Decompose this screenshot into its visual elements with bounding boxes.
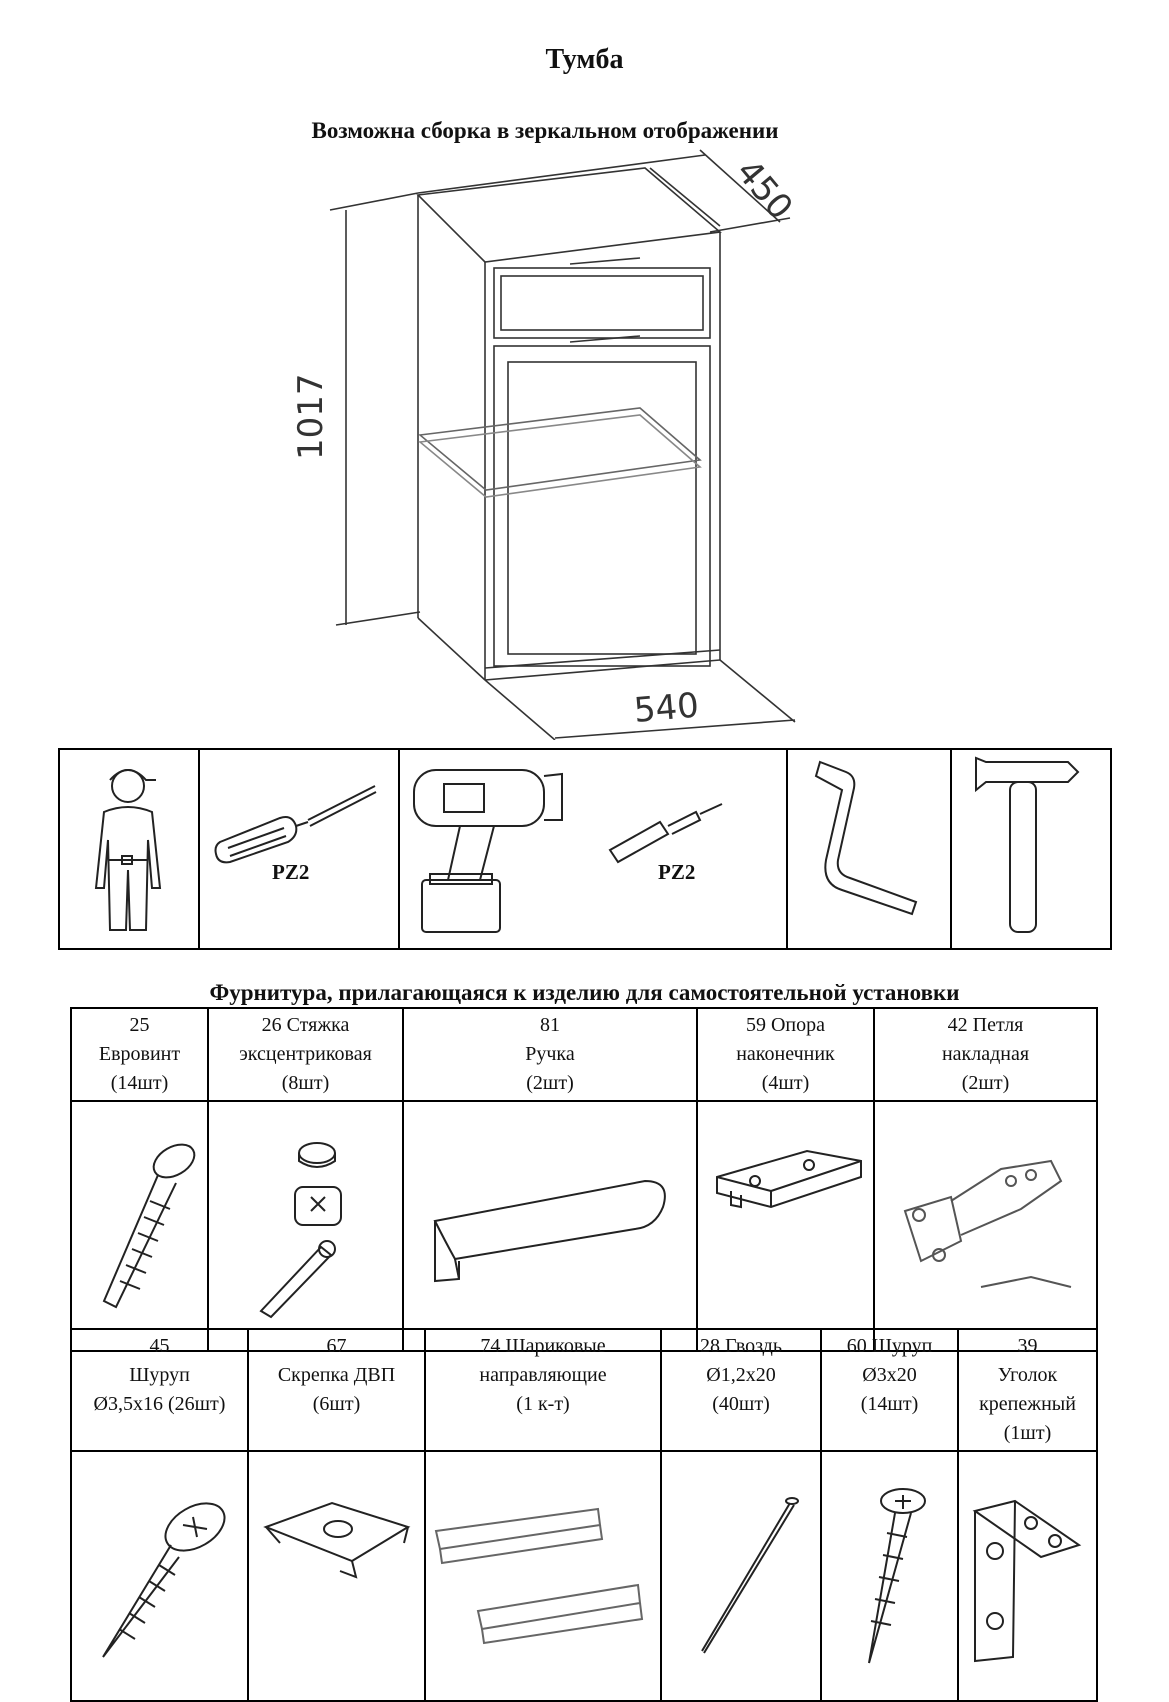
nail-icon	[701, 1497, 799, 1654]
hardware-label-fiberboard-clip: 67 Скрепка ДВП (6шт)	[247, 1328, 426, 1452]
cordless-drill-icon	[413, 769, 723, 933]
tools-cell-drill: PZ2	[400, 750, 788, 948]
hardware-label-support-tip: 59 Опора наконечник (4шт)	[696, 1007, 875, 1102]
handle-icon	[433, 1179, 666, 1283]
hardware-image-small-screw	[820, 1450, 959, 1702]
fiberboard-clip-icon	[262, 1501, 410, 1579]
small-screw-icon	[867, 1488, 926, 1664]
page-subtitle: Возможна сборка в зеркальном отображении	[311, 118, 779, 143]
hardware-image-handle	[402, 1100, 698, 1352]
drill-bit-label: PZ2	[658, 860, 696, 884]
tools-cell-screwdriver: PZ2	[200, 750, 400, 948]
cabinet-drawing: 1017 450 540	[291, 149, 800, 740]
hardware-label-screw: 45 Шуруп Ø3,5х16 (26шт)	[70, 1328, 249, 1452]
hammer-icon	[975, 756, 1080, 933]
worker-icon	[94, 769, 162, 931]
hardware-image-eurovint	[70, 1100, 209, 1352]
hardware-label-ball-slides: 74 Шариковые направляющие (1 к-т)	[424, 1328, 662, 1452]
hardware-label-mounting-bracket: 39 Уголок крепежный (1шт)	[957, 1328, 1098, 1452]
eccentric-tie-icon	[258, 1142, 342, 1319]
screw-icon	[101, 1502, 225, 1658]
height-dimension-label: 1017	[291, 373, 331, 460]
hardware-label-eccentric-tie: 26 Стяжка эксцентриковая (8шт)	[207, 1007, 404, 1102]
hardware-label-small-screw: 60 Шуруп Ø3х20 (14шт)	[820, 1328, 959, 1452]
hardware-image-hinge	[873, 1100, 1098, 1352]
hardware-image-nail	[660, 1450, 822, 1702]
tools-cell-hammer	[952, 750, 1110, 948]
page-title: Тумба	[545, 44, 624, 75]
ball-slides-icon	[434, 1507, 644, 1645]
hardware-image-ball-slides	[424, 1450, 662, 1702]
mounting-bracket-icon	[972, 1499, 1081, 1663]
support-tip-icon	[715, 1149, 862, 1209]
screwdriver-icon	[214, 785, 377, 864]
hardware-label-handle: 81 Ручка (2шт)	[402, 1007, 698, 1102]
hardware-label-eurovint: 25 Евровинт (14шт)	[70, 1007, 209, 1102]
tools-panel: PZ2 PZ2	[58, 748, 1112, 950]
hardware-image-support-tip	[696, 1100, 875, 1352]
hardware-image-screw	[70, 1450, 249, 1702]
hardware-image-mounting-bracket	[957, 1450, 1098, 1702]
depth-dimension-label: 450	[728, 152, 800, 227]
hardware-image-fiberboard-clip	[247, 1450, 426, 1702]
hardware-table-2: 45 Шуруп Ø3,5х16 (26шт) 67 Скрепка ДВП (…	[70, 1328, 1098, 1702]
hardware-table-1: 25 Евровинт (14шт) 26 Стяжка эксцентрико…	[70, 1007, 1098, 1352]
tools-cell-hex-key	[788, 750, 952, 948]
hardware-label-nail: 28 Гвоздь Ø1,2х20 (40шт)	[660, 1328, 822, 1452]
screwdriver-bit-label: PZ2	[272, 860, 310, 884]
hinge-icon	[903, 1159, 1071, 1288]
hardware-label-hinge: 42 Петля накладная (2шт)	[873, 1007, 1098, 1102]
hardware-heading: Фурнитура, прилагающаяся к изделию для с…	[209, 980, 960, 1005]
tools-cell-worker	[60, 750, 200, 948]
eurovint-screw-icon	[102, 1143, 195, 1309]
width-dimension-label: 540	[632, 685, 700, 731]
hardware-image-eccentric-tie	[207, 1100, 404, 1352]
hex-key-icon	[814, 760, 918, 916]
